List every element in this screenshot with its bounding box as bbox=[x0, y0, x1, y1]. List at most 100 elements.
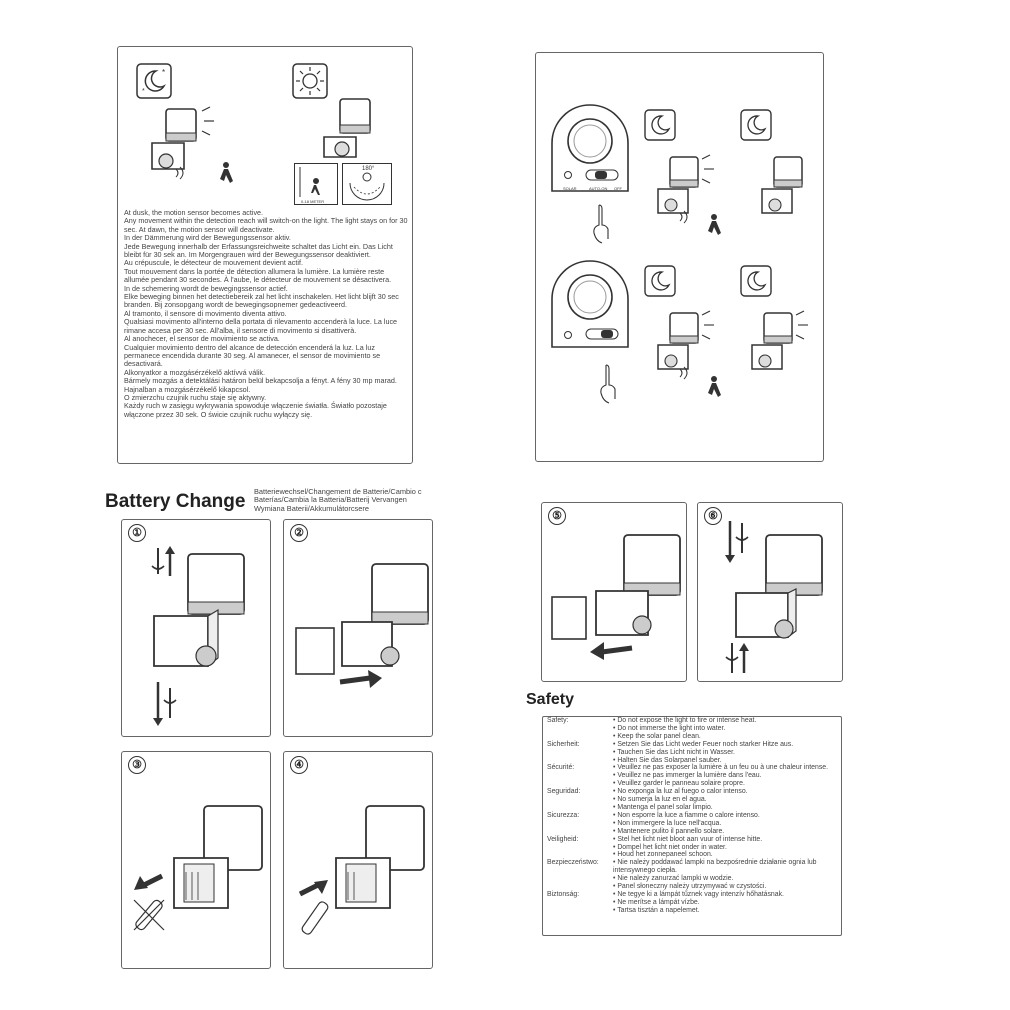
arrow-right-icon bbox=[339, 670, 382, 688]
motion-text-line: Al tramonto, il sensore di movimento div… bbox=[124, 308, 287, 318]
safety-item: • Dompel het licht niet onder in water. bbox=[613, 843, 727, 851]
range-label: 0-18 METER bbox=[301, 199, 325, 204]
safety-items: • Veuillez ne pas exposer la lumière à u… bbox=[613, 764, 841, 788]
device-top-illustration bbox=[551, 104, 629, 192]
device-bottom-illustration bbox=[551, 260, 629, 348]
safety-items: • No exponga la luz al fuego o calor int… bbox=[613, 788, 841, 812]
safety-items: • Do not expose the light to fire or int… bbox=[613, 717, 841, 741]
safety-row: Veiligheid: • Stel het licht niet bloot … bbox=[543, 836, 841, 860]
angle-label: 180° bbox=[362, 166, 375, 172]
lamp-illustration bbox=[295, 563, 429, 675]
battery-crossed-icon bbox=[133, 899, 165, 931]
safety-item: • Do not expose the light to fire or int… bbox=[613, 717, 757, 724]
step-number: ③ bbox=[128, 756, 146, 774]
safety-item: • Ne tegye ki a lámpát tűznek vagy inten… bbox=[613, 890, 784, 898]
motion-text-line: In der Dämmerung wird der Bewegungssenso… bbox=[124, 233, 291, 243]
screw-down-icon bbox=[725, 521, 749, 563]
safety-item: • Non immergere la luce nell'acqua. bbox=[613, 819, 722, 827]
safety-item: • Ne merítse a lámpát vízbe. bbox=[613, 898, 700, 906]
safety-item: • No exponga la luz al fuego o calor int… bbox=[613, 788, 748, 796]
subtitle-line: Baterías/Cambia la Batteria/Batterij Ver… bbox=[254, 495, 407, 505]
safety-item: • Panel słoneczny należy utrzymywać w cz… bbox=[613, 883, 767, 891]
motion-text-line: O zmierzchu czujnik ruchu staje się akty… bbox=[124, 392, 267, 402]
svg-text:*: * bbox=[142, 88, 145, 95]
finger-icon bbox=[593, 204, 609, 244]
safety-items: • Stel het licht niet bloot aan vuur of … bbox=[613, 836, 841, 860]
safety-item: • Stel het licht niet bloot aan vuur of … bbox=[613, 835, 763, 843]
finger-icon bbox=[600, 364, 616, 404]
safety-item: • No sumerja la luz en el agua. bbox=[613, 796, 707, 804]
battery-step-5: ⑤ bbox=[541, 502, 687, 682]
safety-item: • Houd het zonnepaneel schoon. bbox=[613, 851, 713, 859]
safety-item: • Do not immerse the light into water. bbox=[613, 724, 726, 732]
mode-switch-panel: SOLAR AUTO-ON OFF bbox=[535, 52, 824, 462]
motion-sensor-text: At dusk, the motion sensor becomes activ… bbox=[124, 208, 408, 419]
safety-row: Sicurezza: • Non esporre la luce a fiamm… bbox=[543, 812, 841, 836]
battery-step-4: ④ bbox=[283, 751, 433, 969]
step-number: ⑥ bbox=[704, 507, 722, 525]
motion-text-line: Al anochecer, el sensor de movimiento se… bbox=[124, 334, 280, 344]
safety-lang: Sicherheit: bbox=[547, 740, 580, 748]
lamp-unlit-illustration bbox=[323, 98, 371, 158]
motion-text-line: Każdy ruch w zasięgu wykrywania spowoduj… bbox=[124, 401, 387, 419]
safety-row: Seguridad: • No exponga la luz al fuego … bbox=[543, 788, 841, 812]
safety-item: • Tauchen Sie das Licht nicht in Wasser. bbox=[613, 748, 735, 756]
moon-icon bbox=[740, 109, 772, 141]
lamp-open-illustration bbox=[173, 805, 263, 909]
battery-step-6: ⑥ bbox=[697, 502, 843, 682]
motion-text-line: Bármely mozgás a detektálási határon bel… bbox=[124, 376, 397, 394]
lamp-open-illustration bbox=[335, 805, 425, 909]
safety-row: Biztonság: • Ne tegye ki a lámpát tűznek… bbox=[543, 891, 841, 915]
safety-item: • Mantenere pulito il pannello solare. bbox=[613, 827, 725, 835]
motion-text-line: Au crépuscule, le détecteur de mouvement… bbox=[124, 258, 303, 268]
safety-row: Bezpieczeństwo: • Nie należy poddawać la… bbox=[543, 859, 841, 891]
arrow-left-icon bbox=[590, 642, 633, 660]
moon-icon bbox=[644, 109, 676, 141]
sun-icon bbox=[292, 63, 328, 99]
safety-items: • Ne tegye ki a lámpát tűznek vagy inten… bbox=[613, 891, 841, 915]
safety-lang: Bezpieczeństwo: bbox=[547, 859, 599, 867]
lamp-unlit-illustration bbox=[761, 156, 803, 214]
step-number: ⑤ bbox=[548, 507, 566, 525]
safety-lang: Sicurezza: bbox=[547, 811, 580, 819]
screw-up-icon bbox=[725, 643, 749, 673]
switch-label-off: OFF bbox=[614, 186, 622, 191]
battery-step-3: ③ bbox=[121, 751, 271, 969]
arrow-right-icon bbox=[298, 880, 328, 897]
lamp-illustration bbox=[153, 553, 245, 668]
motion-text-line: Cualquier movimiento dentro del alcance … bbox=[124, 342, 381, 369]
safety-item: • Nie należy zanurzać lampki w wodzie. bbox=[613, 875, 734, 883]
range-diagram-icon bbox=[294, 163, 338, 205]
safety-items: • Non esporre la luce a fiamme o calore … bbox=[613, 812, 841, 836]
motion-text-line: Tout mouvement dans la portée de détecti… bbox=[124, 266, 392, 285]
motion-text-line: Qualsiasi movimento all'interno della po… bbox=[124, 317, 398, 335]
safety-lang: Seguridad: bbox=[547, 788, 581, 796]
safety-row: Sicherheit: • Setzen Sie das Licht weder… bbox=[543, 741, 841, 765]
angle-diagram-icon bbox=[342, 163, 392, 205]
safety-items: • Setzen Sie das Licht weder Feuer noch … bbox=[613, 741, 841, 765]
battery-step-1: ① bbox=[121, 519, 271, 737]
safety-item: • Tartsa tisztán a napelemet. bbox=[613, 906, 700, 914]
moon-icon: * * bbox=[136, 63, 172, 99]
solar-label: SOLAR bbox=[563, 186, 577, 191]
lamp-lit-illustration bbox=[151, 106, 233, 183]
arrow-left-icon bbox=[134, 873, 164, 890]
motion-text-line: Alkonyatkor a mozgásérzékelő aktívvá vál… bbox=[124, 367, 266, 377]
safety-item: • Veuillez ne pas exposer la lumière à u… bbox=[613, 764, 829, 772]
safety-item: • Mantenga el panel solar limpio. bbox=[613, 803, 713, 811]
subtitle-line: Batteriewechsel/Changement de Batterie/C… bbox=[254, 488, 422, 496]
motion-text-line: In de schemering wordt de bewegingssenso… bbox=[124, 283, 288, 293]
moon-icon bbox=[644, 265, 676, 297]
screw-up-icon bbox=[151, 546, 175, 576]
safety-lang: Biztonság: bbox=[547, 890, 580, 898]
safety-lang: Sécurité: bbox=[547, 764, 575, 772]
safety-lang: Veiligheid: bbox=[547, 835, 579, 843]
step-number: ④ bbox=[290, 756, 308, 774]
safety-items: • Nie należy poddawać lampki na bezpośre… bbox=[613, 859, 841, 891]
safety-lang: Safety: bbox=[547, 717, 569, 724]
step-number: ① bbox=[128, 524, 146, 542]
switch-label: AUTO-ON bbox=[589, 186, 608, 191]
safety-title: Safety bbox=[526, 691, 575, 708]
lamp-lit-illustration bbox=[751, 310, 808, 370]
lamp-illustration bbox=[551, 534, 681, 640]
